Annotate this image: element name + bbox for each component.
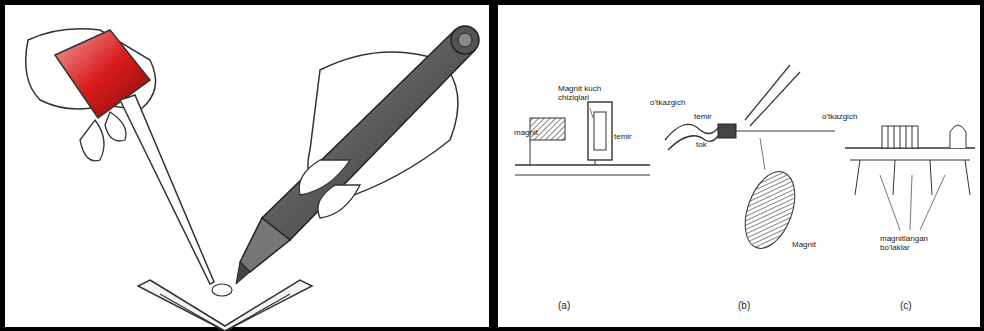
part-name: tok <box>696 140 707 149</box>
figure-letter: (c) <box>900 300 912 312</box>
part-name: magnit <box>514 128 538 137</box>
part-name: temir <box>694 112 712 121</box>
part-name: temir <box>614 132 632 141</box>
figure-letter: (a) <box>558 300 570 312</box>
figure-letter: (b) <box>738 300 750 312</box>
part-name: o'tkazgich <box>650 98 685 107</box>
part-name: magnitlangan bo'laklar <box>880 234 950 252</box>
part-name: Magnit <box>792 240 816 249</box>
part-name: Magnit kuch chiziqlari <box>558 84 620 102</box>
part-name: o'tkazgich <box>822 112 857 121</box>
